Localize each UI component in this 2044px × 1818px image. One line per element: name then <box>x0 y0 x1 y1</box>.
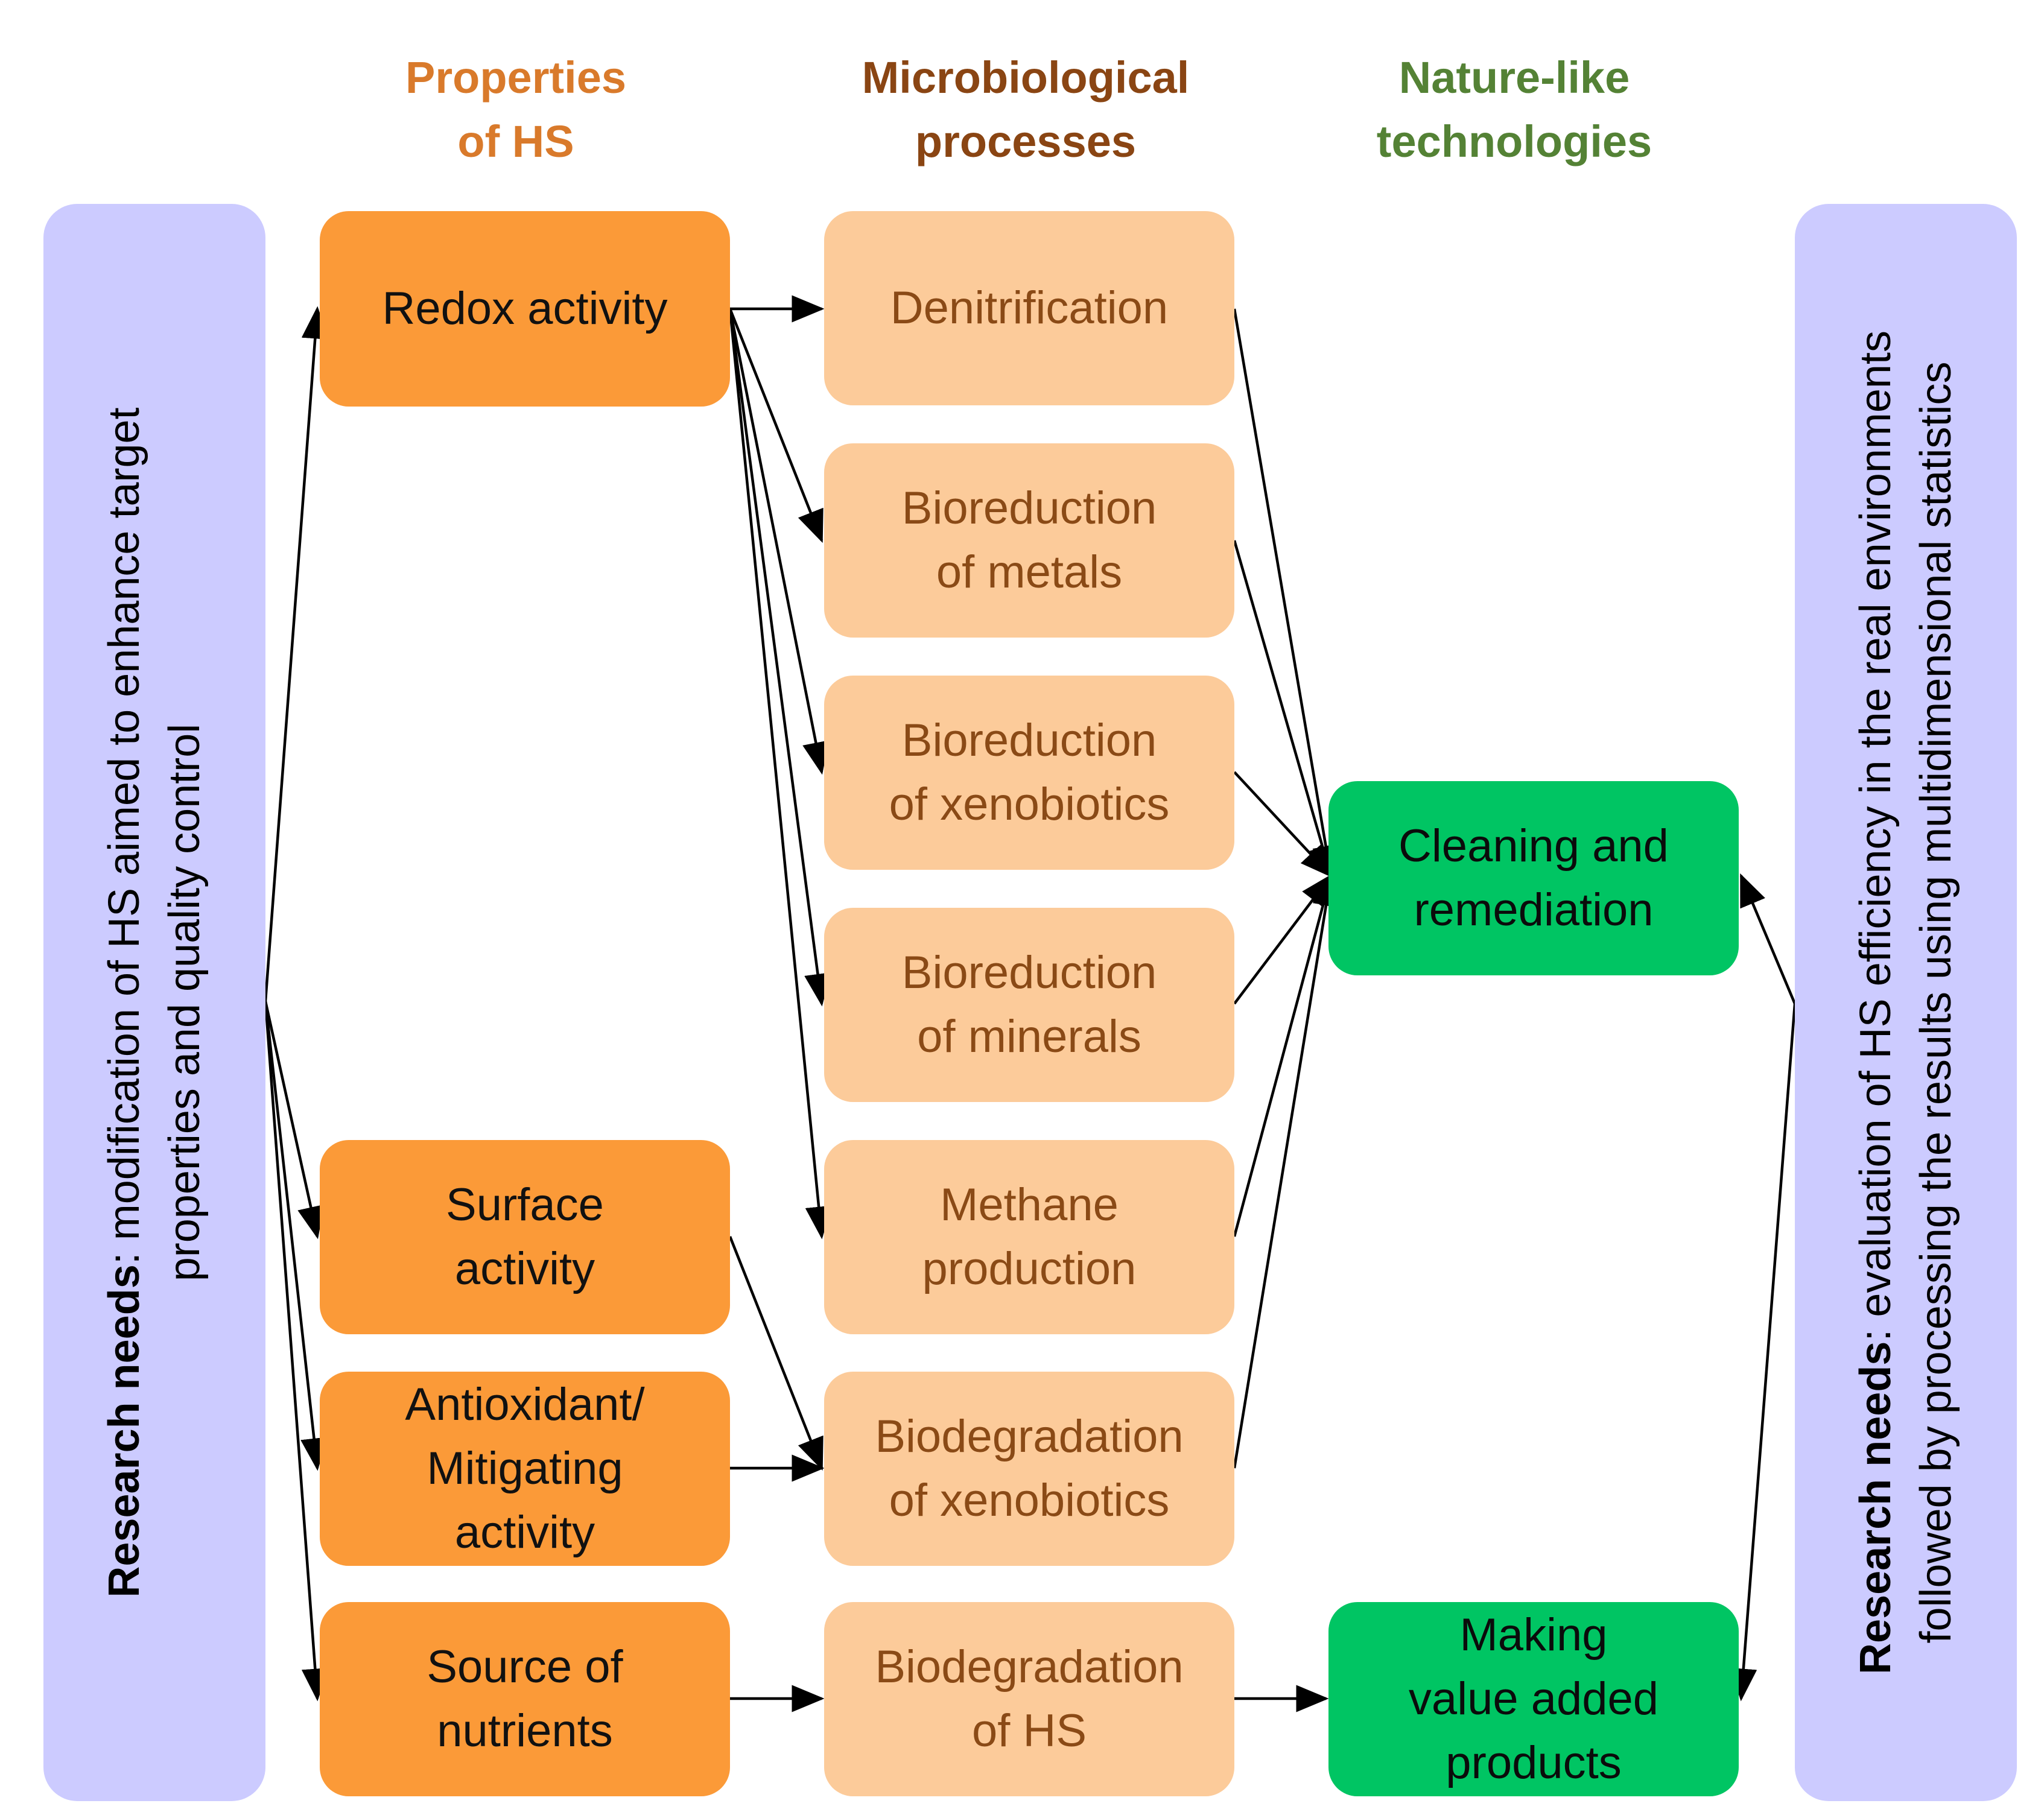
left-research-needs-line2: properties and quality control <box>160 723 209 1282</box>
edge-right-panel-value-added <box>1730 1003 1797 1702</box>
node-source-of-nutrients: Source of nutrients <box>320 1602 730 1796</box>
node-antioxidant-activity: Antioxidant/ Mitigating activity <box>320 1372 730 1566</box>
header-nature-like-technologies: Nature-like technologies <box>1321 46 1707 174</box>
edge-left-panel-nutrients <box>264 1001 329 1702</box>
node-methane-production: Methane production <box>824 1140 1234 1334</box>
node-cleaning-and-remediation: Cleaning and remediation <box>1328 781 1739 975</box>
header-micro-line1: Microbiological <box>862 52 1190 103</box>
header-nature-line2: technologies <box>1376 116 1652 166</box>
right-research-needs-panel: Research needs: evaluation of HS efficie… <box>1795 204 2017 1801</box>
edge-surface-biodegradation-xenobiotics <box>728 1236 824 1471</box>
node-antioxidant-line1: Antioxidant/ <box>405 1379 645 1430</box>
node-bioreduction-of-xenobiotics: Bioreduction of xenobiotics <box>824 676 1234 870</box>
left-research-needs-panel: Research needs: modification of HS aimed… <box>43 204 265 1801</box>
right-research-needs-text: Research needs: evaluation of HS efficie… <box>1846 218 1966 1787</box>
node-bioreduction-xenobiotics-line2: of xenobiotics <box>889 779 1170 830</box>
node-value-added-line3: products <box>1446 1737 1622 1788</box>
node-biodegradation-of-hs: Biodegradation of HS <box>824 1602 1234 1796</box>
node-methane-line1: Methane <box>940 1179 1119 1230</box>
edge-bioreduction-minerals-cleaning <box>1233 873 1333 1005</box>
node-surface-line2: activity <box>454 1243 595 1294</box>
left-research-needs-label: Research needs <box>100 1264 148 1598</box>
edge-redox-bioreduction-metals <box>728 308 824 543</box>
node-bioreduction-metals-line1: Bioreduction <box>901 483 1157 534</box>
header-nature-line1: Nature-like <box>1398 52 1630 103</box>
header-micro-line2: processes <box>915 116 1137 166</box>
node-nutrients-line2: nutrients <box>437 1705 613 1756</box>
node-bioreduction-metals-line2: of metals <box>936 546 1123 598</box>
node-biodegradation-xenobiotics-line1: Biodegradation <box>875 1411 1184 1462</box>
header-microbiological-processes: Microbiological processes <box>833 46 1219 174</box>
node-biodegradation-xenobiotics-line2: of xenobiotics <box>889 1475 1170 1526</box>
left-research-needs-line1: : modification of HS aimed to enhance ta… <box>100 407 148 1265</box>
node-biodegradation-hs-line1: Biodegradation <box>875 1641 1184 1693</box>
node-bioreduction-of-metals: Bioreduction of metals <box>824 443 1234 638</box>
node-surface-line1: Surface <box>446 1179 604 1230</box>
edge-bioreduction-metals-cleaning <box>1233 540 1336 879</box>
node-bioreduction-minerals-line1: Bioreduction <box>901 947 1157 998</box>
edge-left-panel-redox <box>264 306 329 1002</box>
node-surface-activity: Surface activity <box>320 1140 730 1334</box>
node-value-added-line1: Making <box>1459 1609 1608 1661</box>
node-value-added-line2: value added <box>1408 1673 1659 1725</box>
node-antioxidant-line2: Mitigating <box>427 1443 623 1494</box>
node-antioxidant-line3: activity <box>454 1507 595 1558</box>
edge-left-panel-surface <box>264 1001 325 1240</box>
header-properties-of-hs: Properties of HS <box>323 46 709 174</box>
header-properties-line1: Properties <box>405 52 627 103</box>
edge-denitrification-cleaning <box>1233 308 1339 879</box>
node-making-value-added-products: Making value added products <box>1328 1602 1739 1796</box>
node-redox-activity: Redox activity <box>320 211 730 407</box>
edge-left-panel-antioxidant <box>264 1001 328 1471</box>
node-cleaning-line1: Cleaning and <box>1398 820 1669 872</box>
edge-redox-methane <box>728 308 833 1240</box>
edge-methane-cleaning <box>1233 873 1336 1237</box>
node-bioreduction-of-minerals: Bioreduction of minerals <box>824 908 1234 1102</box>
node-denitrification: Denitrification <box>824 211 1234 405</box>
header-properties-line2: of HS <box>457 116 574 166</box>
edge-redox-bioreduction-minerals <box>728 308 831 1007</box>
node-biodegradation-hs-line2: of HS <box>971 1705 1087 1756</box>
edge-right-panel-cleaning <box>1739 873 1797 1004</box>
left-research-needs-text: Research needs: modification of HS aimed… <box>94 218 215 1787</box>
node-bioreduction-xenobiotics-line1: Bioreduction <box>901 715 1157 766</box>
node-biodegradation-of-xenobiotics: Biodegradation of xenobiotics <box>824 1372 1234 1566</box>
node-methane-line2: production <box>922 1243 1137 1294</box>
node-cleaning-line2: remediation <box>1414 884 1654 936</box>
right-research-needs-label: Research needs <box>1852 1341 1900 1674</box>
edge-bioreduction-xenobiotics-cleaning <box>1233 771 1333 878</box>
right-research-needs-line2: followed by processing the results using… <box>1912 361 1960 1644</box>
node-redox-line1: Redox activity <box>382 283 668 334</box>
node-nutrients-line1: Source of <box>427 1641 623 1693</box>
node-bioreduction-minerals-line2: of minerals <box>917 1011 1141 1062</box>
node-denitrification-line1: Denitrification <box>890 282 1169 334</box>
right-research-needs-line1: : evaluation of HS efficiency in the rea… <box>1852 331 1900 1341</box>
edge-biodegradation-xenobiotics-cleaning <box>1233 873 1340 1469</box>
edge-redox-bioreduction-xenobiotics <box>728 308 830 775</box>
